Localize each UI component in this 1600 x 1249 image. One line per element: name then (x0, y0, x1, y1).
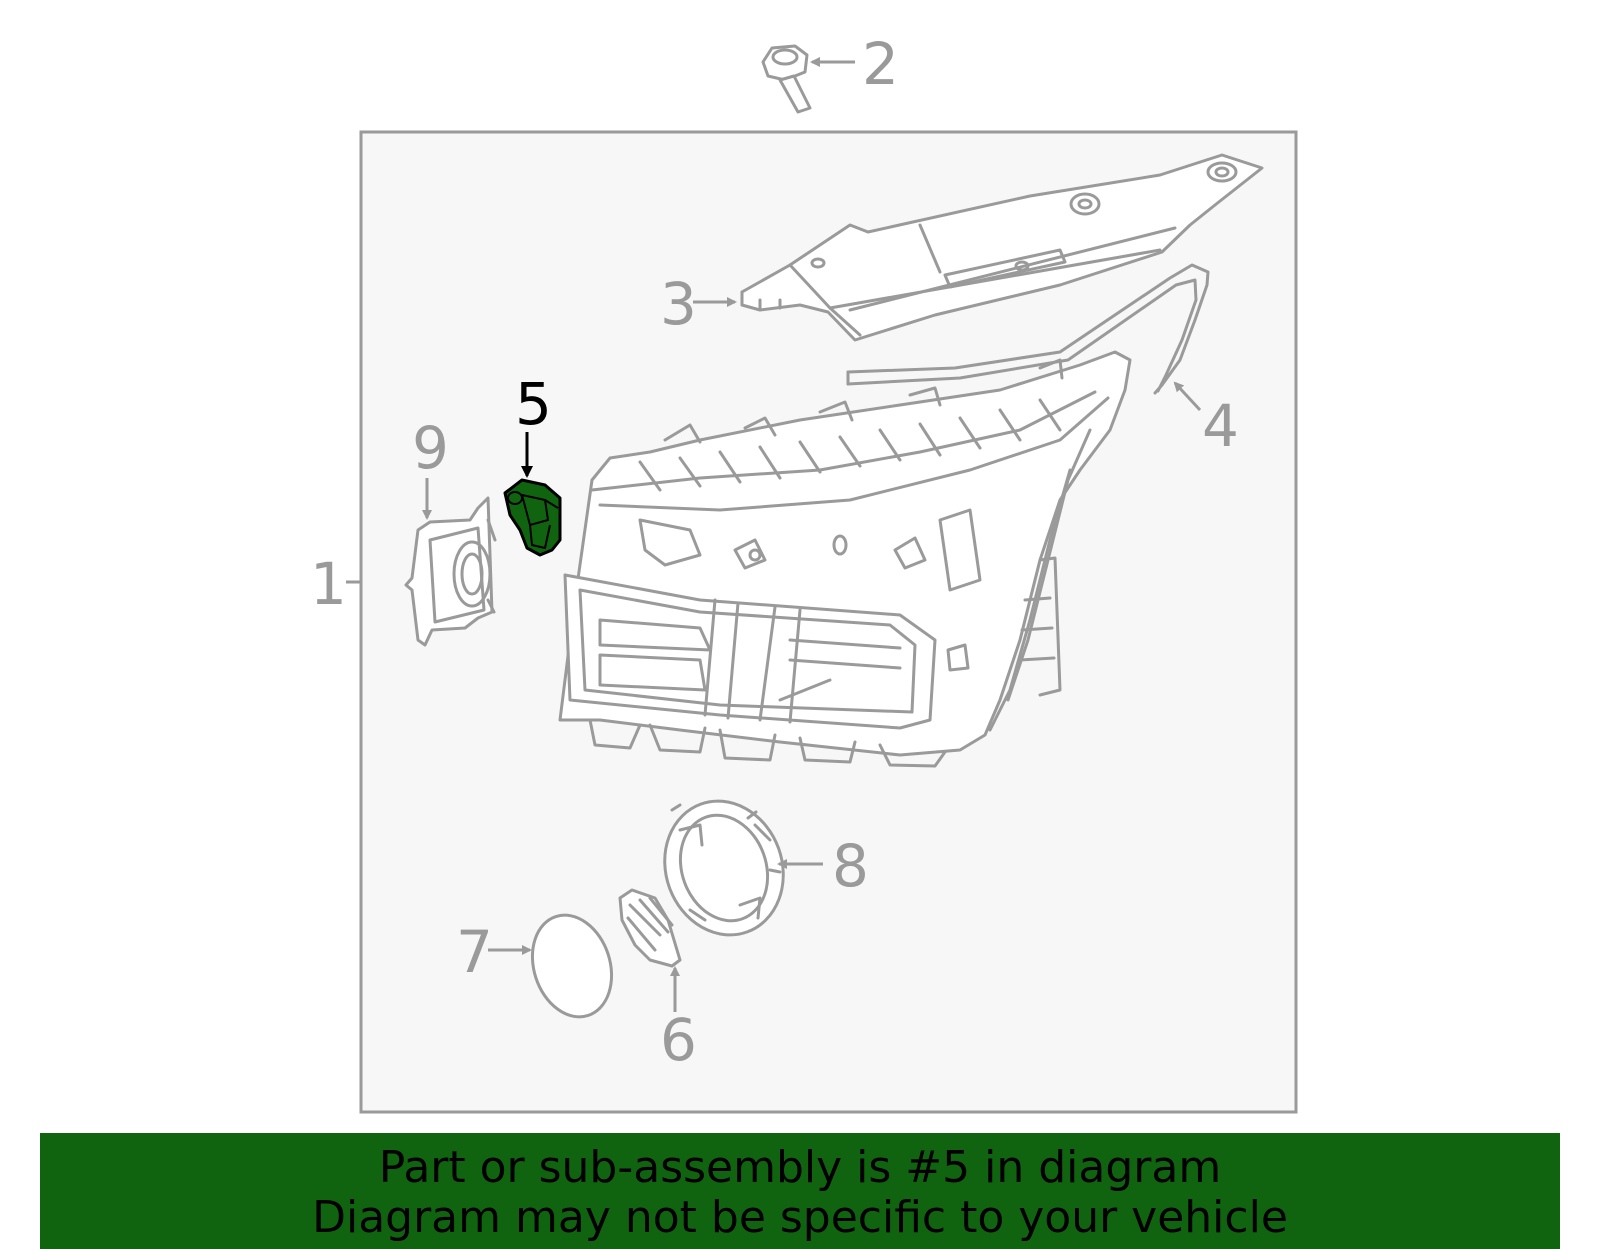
part-6-lens-cap[interactable] (618, 888, 682, 968)
part-8-socket-ring[interactable] (646, 784, 802, 951)
info-banner: Part or sub-assembly is #5 in diagram Di… (40, 1133, 1560, 1249)
callout-2: 2 (862, 30, 899, 98)
callout-8: 8 (832, 832, 869, 900)
callout-9: 9 (412, 414, 449, 482)
callout-7: 7 (456, 918, 493, 986)
part-4-seal-strip[interactable] (846, 263, 1210, 395)
callout-4: 4 (1202, 392, 1239, 460)
part-2-bolt[interactable] (761, 44, 812, 114)
part-3-upper-bracket[interactable] (740, 153, 1264, 342)
part-1-headlamp-assembly[interactable] (558, 350, 1132, 768)
banner-line-2: Diagram may not be specific to your vehi… (312, 1192, 1288, 1243)
part-9-control-module[interactable] (404, 496, 497, 647)
callout-5-highlighted: 5 (515, 370, 552, 438)
callout-3: 3 (660, 270, 697, 338)
callout-6: 6 (660, 1006, 697, 1074)
part-7-gasket[interactable] (520, 905, 624, 1027)
banner-line-1: Part or sub-assembly is #5 in diagram (378, 1142, 1222, 1193)
part-5-highlighted-bracket[interactable] (503, 478, 562, 557)
callout-1: 1 (310, 550, 347, 618)
